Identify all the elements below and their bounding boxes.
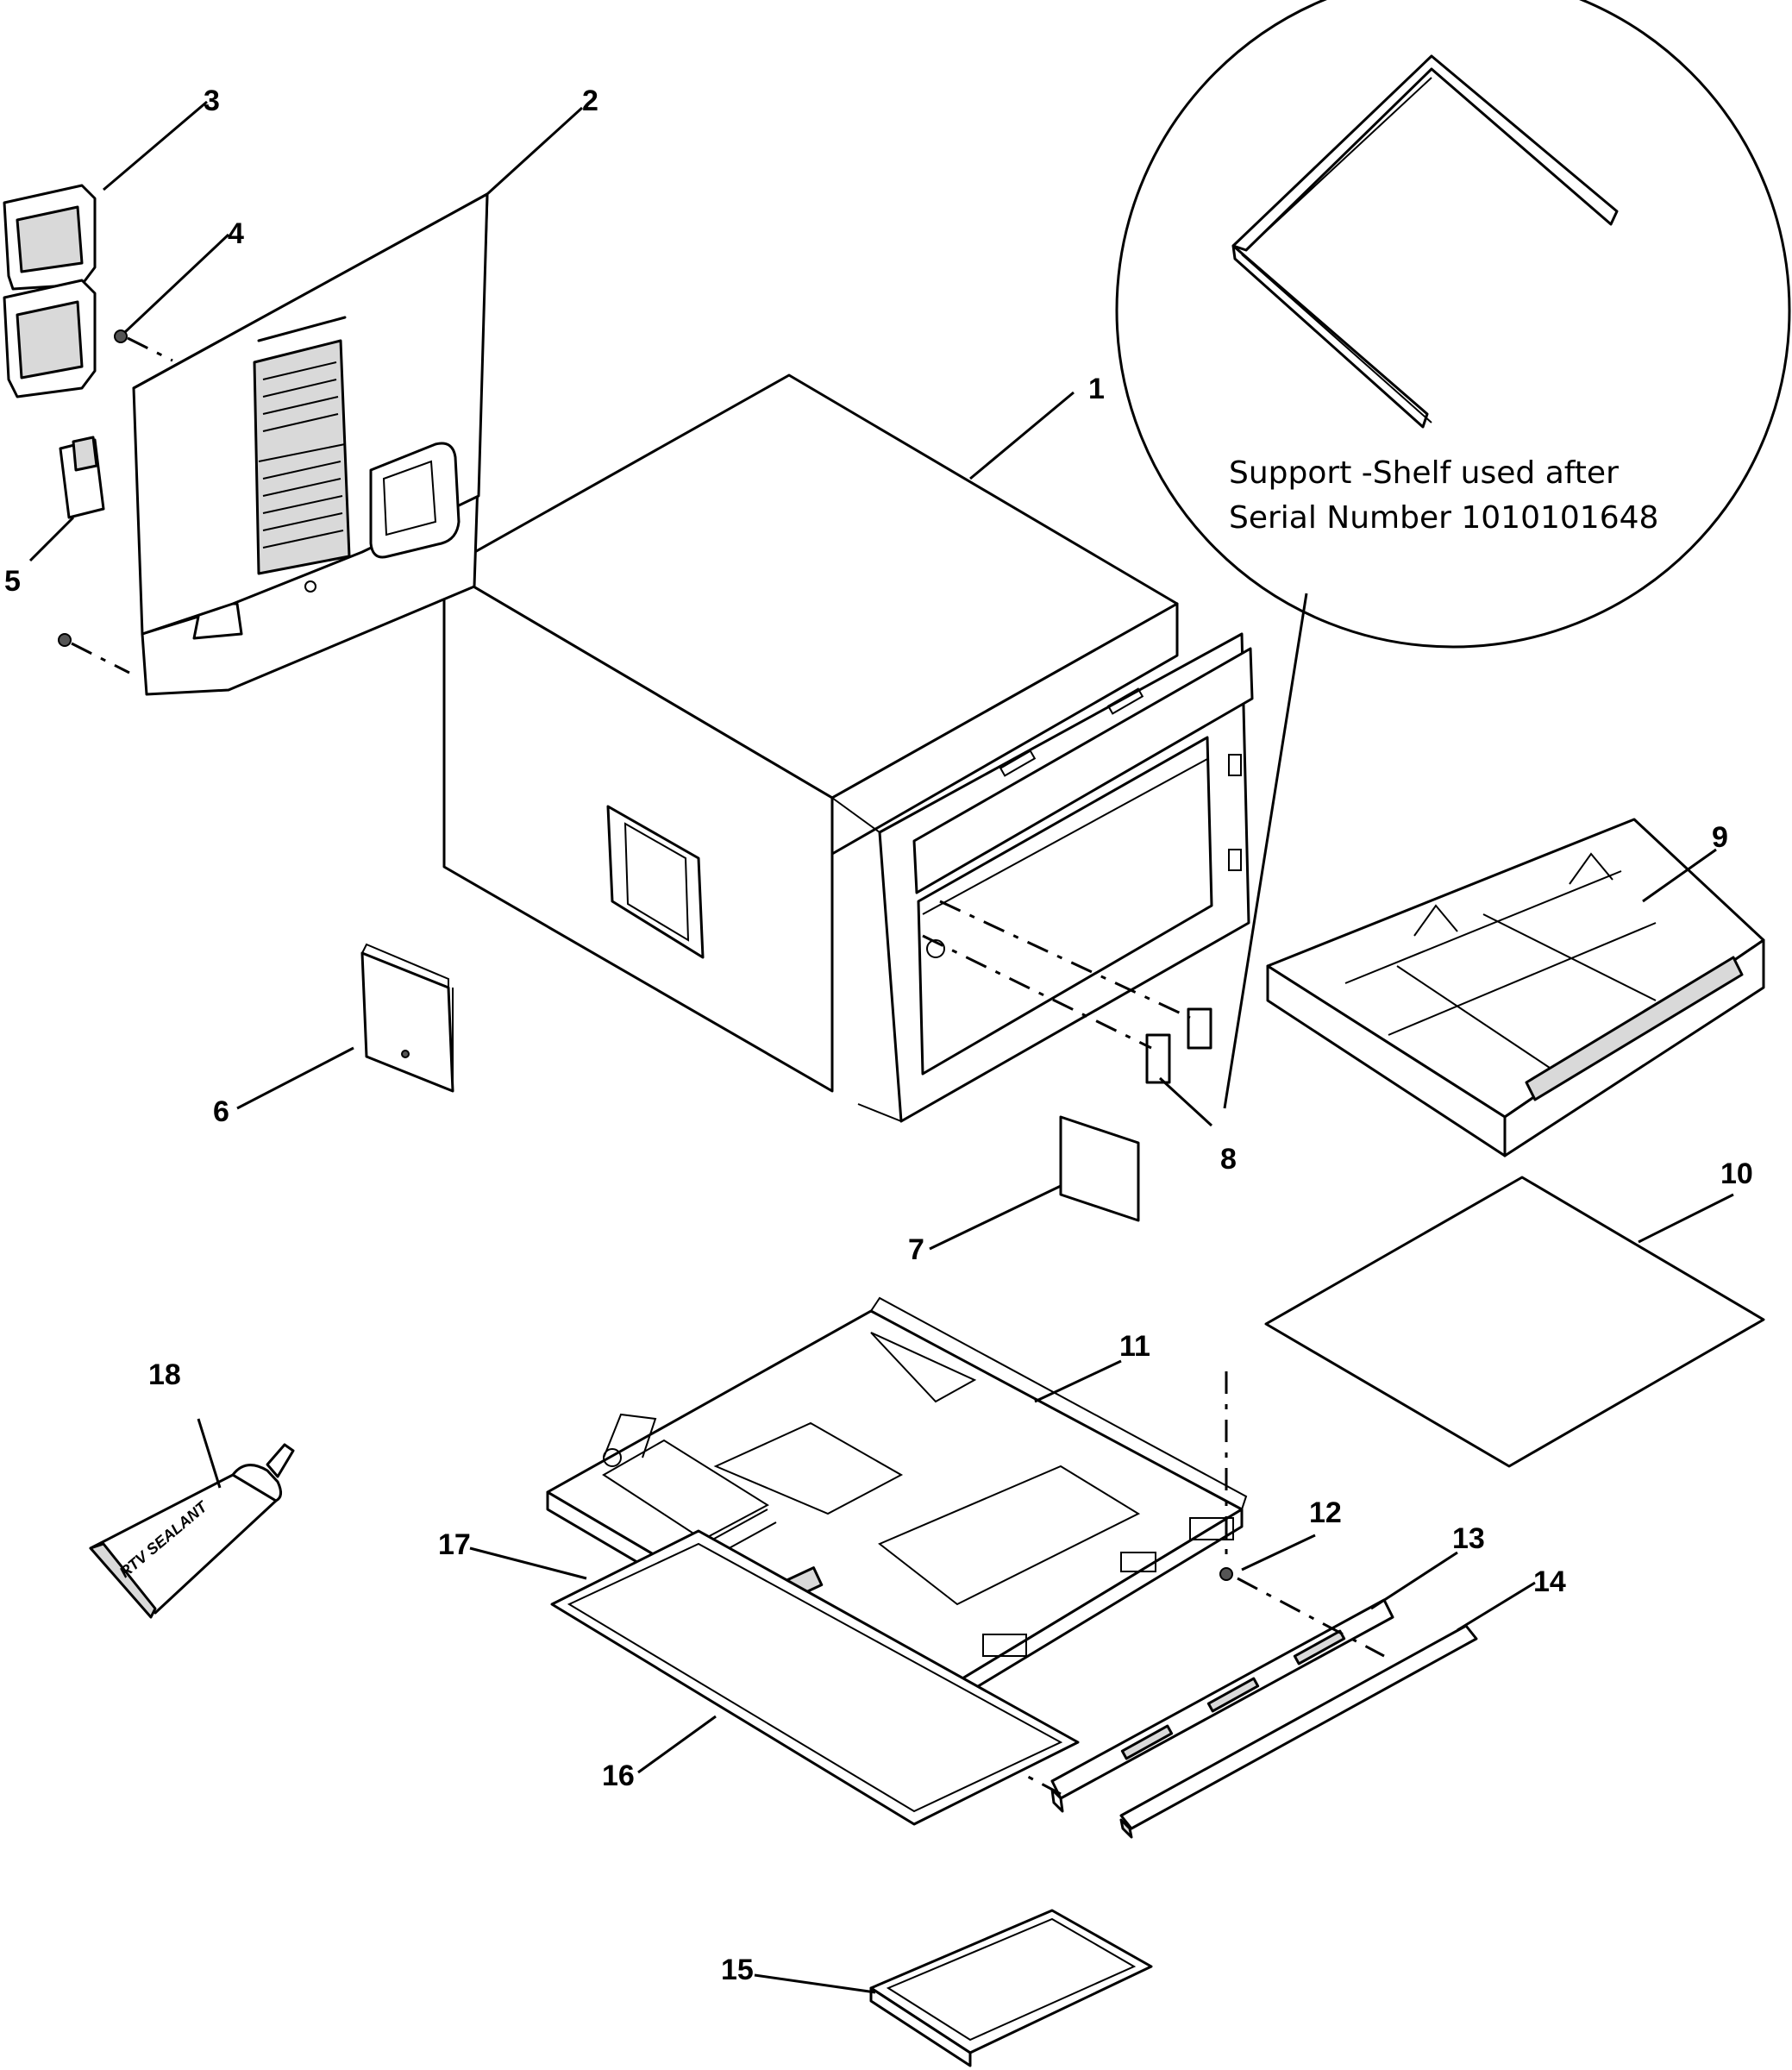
- tray-part-9: [1266, 818, 1765, 1157]
- vent-part-3: [3, 184, 97, 398]
- callout-13: 13: [1452, 1522, 1485, 1555]
- inset-note-line-1: Support -Shelf used after: [1229, 455, 1619, 491]
- callout-12: 12: [1309, 1496, 1342, 1529]
- callout-numbers: 1 2 3 4 5 6 7 8 9 10 11 12 13 14 15 16 1…: [4, 85, 1753, 1986]
- callout-2: 2: [582, 85, 598, 117]
- callout-7: 7: [908, 1233, 924, 1266]
- callout-9: 9: [1712, 821, 1728, 854]
- callout-17: 17: [438, 1528, 471, 1561]
- gasket-part-16: [550, 1529, 1080, 1826]
- callout-1: 1: [1088, 373, 1105, 405]
- callout-11: 11: [1119, 1330, 1150, 1363]
- sealant-tube-part-18: RTV SEALANT: [89, 1443, 295, 1619]
- support-shelf-frame: [1231, 54, 1619, 429]
- screw-part-12: [1219, 1371, 1233, 1581]
- back-panel-part-2: [132, 192, 489, 696]
- screw-part-4: [58, 329, 173, 674]
- latch-part-5: [59, 436, 105, 519]
- callout-15: 15: [721, 1954, 754, 1986]
- callout-4: 4: [228, 217, 244, 250]
- callout-8: 8: [1220, 1143, 1237, 1176]
- gasket-inner-part-16: [567, 1542, 1063, 1813]
- callout-10: 10: [1720, 1157, 1753, 1190]
- inset-detail-circle: Support -Shelf used after Serial Number …: [1115, 0, 1791, 1109]
- callout-14: 14: [1533, 1565, 1566, 1598]
- sheet-part-10: [1264, 1176, 1765, 1468]
- callout-18: 18: [148, 1358, 181, 1391]
- strip-part-14: [1119, 1624, 1478, 1839]
- callout-6: 6: [213, 1095, 229, 1128]
- leader-lines: [28, 100, 1734, 1994]
- callout-3: 3: [204, 85, 220, 117]
- filter-panel-part-15: [869, 1909, 1153, 2067]
- cover-plate-part-6: [360, 943, 454, 1093]
- cabinet-part-1: [442, 373, 1254, 1123]
- label-part-7: [1059, 1115, 1140, 1222]
- inset-note-line-2: Serial Number 1010101648: [1229, 500, 1658, 536]
- callout-5: 5: [4, 565, 21, 598]
- callout-16: 16: [602, 1760, 635, 1792]
- spacer-blocks-part-8: [922, 900, 1212, 1084]
